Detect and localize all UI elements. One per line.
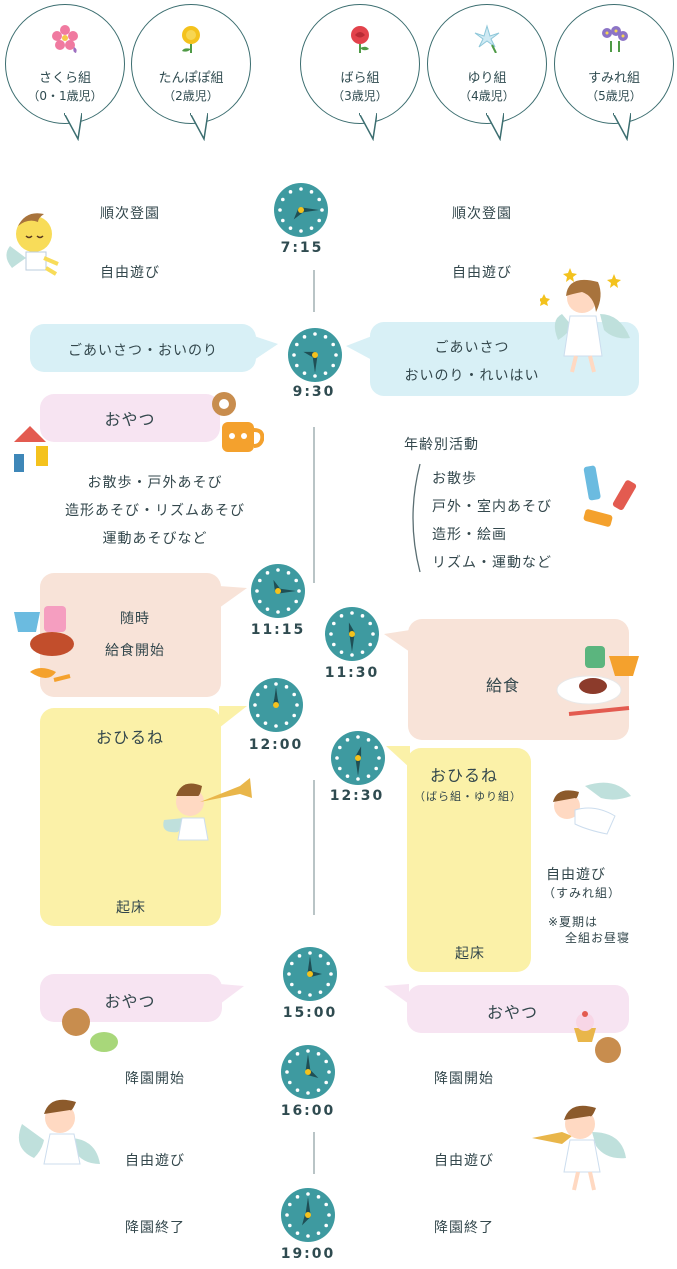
right-sumire-note: （すみれ組）	[543, 886, 622, 900]
snack-cup-illustration	[212, 392, 264, 452]
left-wake: 起床	[116, 900, 146, 916]
left-lunch-1: 随時	[120, 611, 150, 627]
time-label: 16:00	[280, 1103, 336, 1119]
clock-icon	[281, 1045, 335, 1099]
time-label: 12:00	[248, 737, 304, 753]
flying-angel-illustration	[553, 782, 631, 835]
class-name: ゆり組	[467, 71, 507, 86]
lunch-illustration	[14, 606, 74, 682]
right-age-activity: 年齢別活動	[404, 437, 479, 453]
right-free-play: 自由遊び	[452, 265, 512, 281]
right-summer-note-2: 全組お昼寝	[565, 931, 631, 945]
right-activity-4: リズム・運動など	[432, 555, 552, 571]
right-nap-box	[407, 748, 531, 972]
time-label: 9:30	[292, 384, 336, 400]
time-label: 11:30	[324, 665, 380, 681]
angel-illustration	[18, 1099, 100, 1165]
right-activity-1: お散歩	[432, 471, 477, 487]
left-leave-start: 降園開始	[125, 1071, 185, 1087]
left-arrival: 順次登園	[100, 206, 160, 222]
class-age: （4歳児）	[459, 89, 515, 103]
right-arrival: 順次登園	[452, 206, 512, 222]
class-age: （3歳児）	[332, 89, 388, 103]
crayons-illustration	[583, 465, 637, 527]
sakura-flower-icon	[52, 25, 78, 53]
class-bubble-sumire: すみれ組 （5歳児）	[554, 4, 674, 141]
left-nap: おひるね	[96, 728, 165, 747]
right-free-play-sumire: 自由遊び	[546, 867, 606, 883]
clock-icon	[283, 947, 337, 1001]
time-label: 11:15	[250, 622, 306, 638]
class-name: さくら組	[38, 71, 91, 86]
right-leave-start: 降園開始	[434, 1071, 494, 1087]
left-activity-2: 造形あそび・リズムあそび	[65, 503, 245, 519]
class-age: （5歳児）	[586, 89, 642, 103]
left-activity-1: お散歩・戸外あそび	[87, 475, 223, 491]
right-summer-note-1: ※夏期は	[548, 915, 599, 929]
lunch-plate-illustration	[556, 646, 639, 716]
clock-icon	[288, 328, 342, 382]
right-nap: おひるね	[430, 766, 499, 785]
right-snack: おやつ	[487, 1003, 539, 1022]
right-leave-end: 降園終了	[434, 1220, 494, 1236]
left-snack: おやつ	[104, 410, 156, 429]
time-label: 19:00	[280, 1246, 336, 1262]
class-name: たんぽぽ組	[158, 71, 224, 86]
clock-icon	[251, 564, 305, 618]
lily-icon	[474, 24, 500, 53]
right-greeting-1: ごあいさつ	[434, 340, 510, 356]
clock-icon	[274, 183, 328, 237]
left-lunch-2: 給食開始	[105, 643, 165, 659]
left-snack-box	[40, 394, 220, 442]
clock-icon	[281, 1188, 335, 1242]
right-lunch: 給食	[486, 676, 521, 695]
right-activity-2: 戸外・室内あそび	[432, 499, 552, 515]
time-label: 15:00	[282, 1005, 338, 1021]
blocks-illustration	[14, 426, 48, 472]
timeline-line	[313, 780, 315, 915]
right-activity-3: 造形・絵画	[432, 527, 507, 543]
right-wake: 起床	[455, 946, 485, 962]
time-label: 7:15	[280, 240, 324, 256]
angel-illustration	[6, 213, 59, 276]
class-age: （2歳児）	[163, 89, 219, 103]
angel-illustration	[540, 268, 630, 373]
timeline-line	[313, 427, 315, 583]
left-greeting: ごあいさつ・おいのり	[68, 343, 218, 359]
left-free-play: 自由遊び	[100, 265, 160, 281]
time-label: 12:30	[329, 788, 385, 804]
left-snack2: おやつ	[104, 992, 156, 1011]
trumpet-angel-illustration	[163, 778, 252, 841]
cookie-illustration	[62, 1008, 118, 1052]
class-bubble-bara: ばら組 （3歳児）	[300, 4, 420, 141]
left-activity-3: 運動あそびなど	[102, 531, 208, 547]
clock-icon	[325, 607, 379, 661]
timeline-line	[313, 270, 315, 312]
right-greeting-2: おいのり・れいはい	[404, 368, 540, 384]
left-nap-box	[40, 708, 221, 926]
violet-icon	[602, 26, 628, 52]
cupcake-illustration	[574, 1011, 621, 1063]
clock-icon	[249, 678, 303, 732]
class-bubble-yuri: ゆり組 （4歳児）	[427, 4, 547, 141]
left-leave-end: 降園終了	[125, 1220, 185, 1236]
clock-icon	[331, 731, 385, 785]
class-bubble-tanpopo: たんぽぽ組 （2歳児）	[131, 4, 251, 141]
class-name: すみれ組	[587, 71, 640, 86]
class-name: ばら組	[340, 71, 380, 86]
right-free-play-2: 自由遊び	[434, 1153, 494, 1169]
dandelion-icon	[182, 26, 200, 53]
trumpet-angel-illustration	[532, 1105, 626, 1191]
left-free-play-2: 自由遊び	[125, 1153, 185, 1169]
timeline-line	[313, 1132, 315, 1174]
class-bubble-sakura: さくら組 （0・1歳児）	[5, 4, 125, 141]
rose-icon	[351, 26, 369, 53]
class-age: （0・1歳児）	[27, 89, 103, 103]
left-lunch-box	[40, 573, 221, 697]
right-nap-note: （ばら組・ゆり組）	[414, 790, 522, 803]
left-greeting-box	[30, 324, 256, 372]
